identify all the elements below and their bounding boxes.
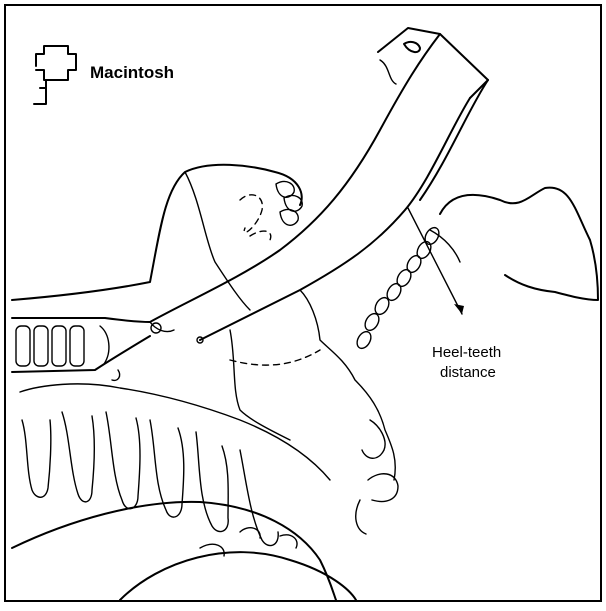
- annotation-line1: Heel-teeth: [432, 344, 501, 361]
- annotation-line2: distance: [440, 364, 496, 381]
- figure-frame: [5, 5, 601, 601]
- legend-label: Macintosh: [90, 63, 174, 82]
